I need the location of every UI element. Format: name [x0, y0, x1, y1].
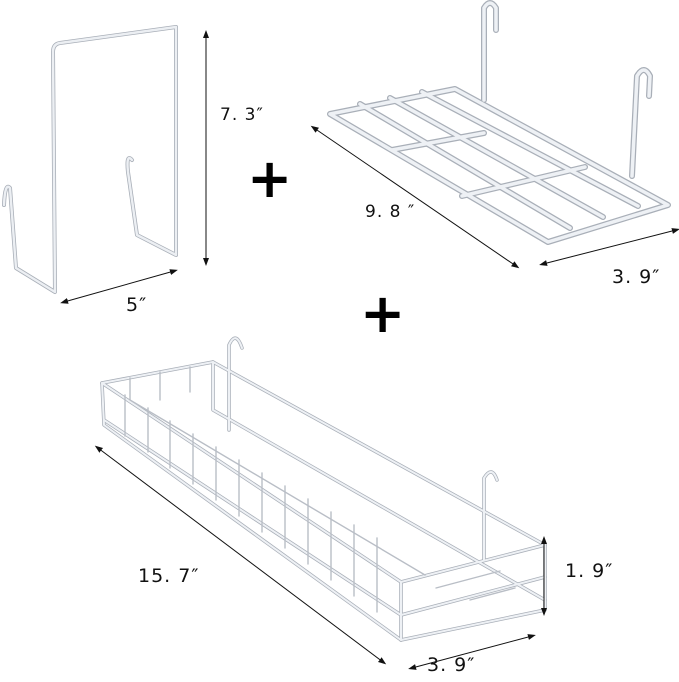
- basket-length-dimension-line: [94, 445, 387, 665]
- basket-depth-dimension-line: [408, 634, 536, 670]
- holder-width-label: 5″: [126, 294, 148, 316]
- hook-holder-icon: [2, 25, 178, 294]
- width-dimension-line: [60, 269, 178, 304]
- basket-depth-label: 3. 9″: [427, 654, 476, 676]
- plus-separator-icon: +: [360, 282, 406, 345]
- wire-basket-icon: [100, 336, 547, 642]
- shelf-depth-label: 3. 9″: [612, 266, 661, 288]
- plus-separator-icon: +: [247, 147, 293, 210]
- shelf-length-label: 9. 8 ″: [365, 202, 416, 222]
- shelf-depth-dimension-line: [539, 228, 679, 266]
- basket-length-label: 15. 7″: [138, 565, 200, 587]
- basket-height-label: 1. 9″: [565, 560, 614, 582]
- shelf-length-dimension-line: [310, 125, 520, 269]
- holder-height-label: 7. 3″: [220, 105, 264, 125]
